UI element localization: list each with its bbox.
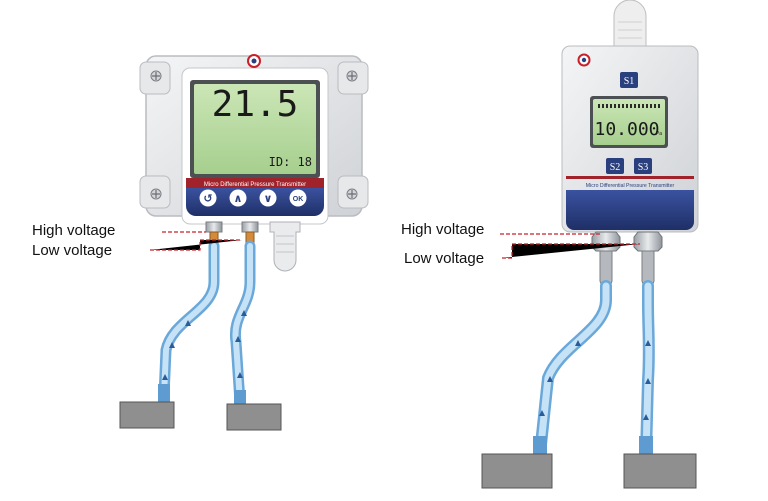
left-up-button[interactable] bbox=[229, 189, 247, 207]
right-band-text: Micro Differential Pressure Transmitter bbox=[586, 183, 675, 189]
right-lcd-unit: Pa bbox=[656, 131, 662, 137]
left-high-voltage-label: High voltage bbox=[32, 222, 116, 239]
s1-label: S1 bbox=[624, 76, 635, 87]
right-s3-button[interactable] bbox=[634, 158, 652, 174]
left-lcd bbox=[194, 84, 316, 174]
right-high-voltage-label: High voltage bbox=[401, 221, 485, 238]
left-block-low bbox=[226, 403, 282, 431]
left-cable-gland bbox=[269, 221, 301, 272]
up-arrow-icon: ∧ bbox=[234, 192, 243, 205]
left-red-band bbox=[186, 178, 324, 188]
right-top-gland bbox=[613, 0, 647, 49]
left-transmitter bbox=[119, 54, 369, 431]
flow-arrow-icon bbox=[539, 340, 651, 420]
right-block-low bbox=[623, 453, 697, 489]
left-button-panel bbox=[186, 188, 324, 216]
left-lcd-reading: 21.5 bbox=[212, 84, 299, 125]
left-lcd-id: ID: 18 bbox=[269, 155, 312, 169]
ok-label: OK bbox=[293, 196, 304, 203]
brand-logo-icon bbox=[577, 53, 591, 67]
right-s1-button[interactable] bbox=[620, 72, 638, 88]
right-block-high bbox=[481, 453, 553, 489]
left-back-button[interactable] bbox=[199, 189, 217, 207]
right-red-line bbox=[566, 176, 694, 179]
right-navy-panel bbox=[566, 190, 694, 230]
left-low-voltage-label: Low voltage bbox=[32, 242, 113, 259]
right-transmitter bbox=[481, 0, 699, 489]
right-low-voltage-label: Low voltage bbox=[404, 250, 485, 267]
brand-logo-icon bbox=[247, 54, 261, 68]
left-block-high bbox=[119, 401, 175, 429]
down-arrow-icon: ∨ bbox=[264, 192, 273, 205]
right-lcd bbox=[593, 99, 665, 145]
left-low-leader bbox=[150, 239, 242, 251]
s2-label: S2 bbox=[610, 162, 621, 173]
flow-arrow-icon bbox=[162, 310, 247, 380]
right-low-leader bbox=[502, 243, 640, 259]
left-ok-button[interactable] bbox=[289, 189, 307, 207]
s3-label: S3 bbox=[638, 162, 649, 173]
right-nut-low bbox=[633, 231, 663, 252]
left-down-button[interactable] bbox=[259, 189, 277, 207]
back-icon: ↺ bbox=[203, 192, 212, 205]
screw-icon bbox=[150, 70, 358, 200]
left-band-text: Micro Differential Pressure Transmitter bbox=[204, 182, 306, 188]
right-lcd-bargraph bbox=[598, 104, 660, 108]
right-lcd-reading: 10.000 bbox=[594, 119, 659, 140]
right-s2-button[interactable] bbox=[606, 158, 624, 174]
